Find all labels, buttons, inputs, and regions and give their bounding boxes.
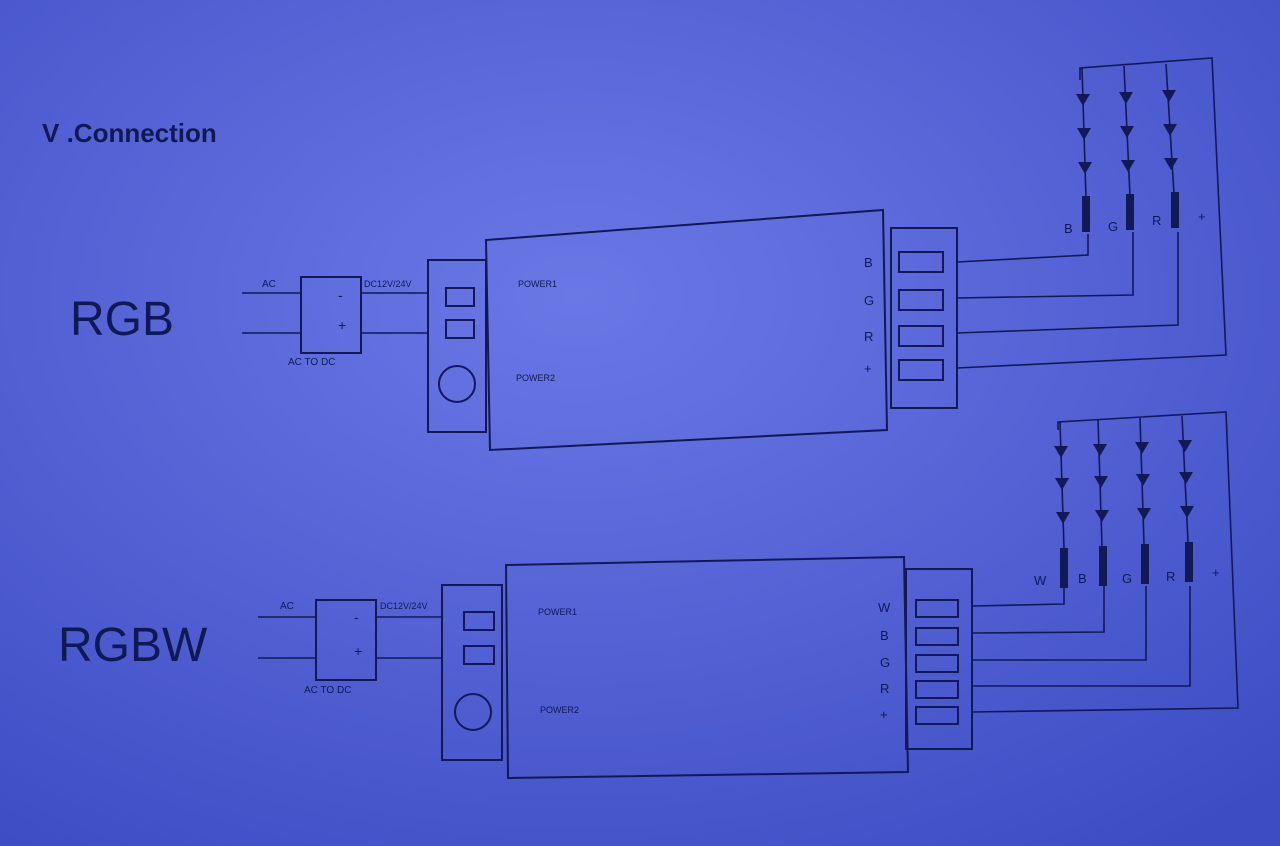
- rgb-wire-b: [956, 234, 1089, 263]
- rgbw-wiring: [258, 411, 1239, 780]
- rgbw-pin-g: G: [880, 655, 891, 670]
- rgb-strip-label-g: G: [1108, 219, 1119, 234]
- rgbw-led-string-w: [1054, 421, 1070, 588]
- rgbw-strip-label-plus: +: [1212, 565, 1220, 580]
- rgb-power-terminal-2: [445, 319, 475, 339]
- rgbw-strip-label-b: B: [1078, 571, 1087, 586]
- rgb-controller-body: [484, 208, 889, 452]
- rgb-power-connector: [427, 259, 487, 433]
- rgb-title: RGB: [70, 293, 175, 346]
- rgb-converter-label: AC TO DC: [288, 357, 336, 368]
- rgb-power1-label: POWER1: [518, 279, 558, 289]
- rgb-wire-plus: [956, 57, 1227, 369]
- rgb-strip-label-plus: +: [1198, 209, 1206, 224]
- rgb-wire-g: [956, 232, 1134, 299]
- rgb-output-terminal-g: [898, 289, 944, 311]
- rgbw-pin-b: B: [880, 628, 889, 643]
- rgbw-pin-r: R: [880, 681, 890, 696]
- rgb-converter-plus: +: [338, 317, 347, 333]
- rgbw-converter-box: [315, 599, 377, 681]
- rgb-output-terminal-r: [898, 325, 944, 347]
- rgbw-output-terminal-g: [915, 654, 959, 673]
- rgbw-led-string-r: [1178, 415, 1194, 582]
- rgb-wiring: [242, 57, 1227, 452]
- rgbw-led-string-g: [1135, 417, 1151, 584]
- rgb-led-string-g: [1119, 65, 1135, 230]
- rgbw-converter-minus: -: [354, 609, 359, 625]
- rgbw-output-terminal-b: [915, 627, 959, 646]
- rgbw-converter-label: AC TO DC: [304, 685, 352, 696]
- rgb-strip-label-r: R: [1152, 213, 1162, 228]
- rgbw-strip-label-g: G: [1122, 571, 1133, 586]
- rgbw-power-terminal-1: [463, 611, 495, 631]
- rgbw-wire-w: [971, 586, 1065, 607]
- rgbw-power2-label: POWER2: [540, 705, 580, 715]
- rgb-output-terminal-b: [898, 251, 944, 273]
- rgb-led-string-b: [1076, 67, 1092, 232]
- rgbw-output-terminal-r: [915, 680, 959, 699]
- rgbw-power-connector: [441, 584, 503, 761]
- rgbw-controller-body: [504, 555, 910, 780]
- rgbw-output-connector: [905, 568, 973, 750]
- rgbw-title: RGBW: [58, 619, 208, 672]
- rgb-output-terminal-plus: [898, 359, 944, 381]
- rgb-pin-r: R: [864, 329, 874, 344]
- rgb-led-string-r: [1162, 63, 1179, 228]
- rgb-pin-b: B: [864, 255, 873, 270]
- rgb-converter-minus: -: [338, 287, 343, 303]
- rgb-strip-label-b: B: [1064, 221, 1073, 236]
- rgbw-ac-label: AC: [280, 601, 294, 612]
- rgbw-power-jack: [454, 693, 492, 731]
- rgbw-pin-plus: +: [880, 707, 888, 722]
- rgbw-output-terminal-plus: [915, 706, 959, 725]
- rgbw-power1-label: POWER1: [538, 607, 578, 617]
- rgb-pin-g: G: [864, 293, 875, 308]
- rgbw-dc-label: DC12V/24V: [380, 601, 428, 611]
- rgb-dc-label: DC12V/24V: [364, 279, 412, 289]
- rgb-power-terminal-1: [445, 287, 475, 307]
- rgbw-wire-g: [972, 586, 1147, 661]
- rgb-wire-r: [956, 232, 1179, 334]
- rgb-output-connector: [890, 227, 958, 409]
- rgbw-power-terminal-2: [463, 645, 495, 665]
- rgbw-wire-b: [971, 586, 1105, 634]
- rgb-pin-plus: +: [864, 361, 872, 376]
- rgb-power-jack: [438, 365, 476, 403]
- rgbw-wire-plus: [971, 411, 1239, 713]
- rgbw-strip-label-w: W: [1034, 573, 1047, 588]
- rgbw-pin-w: W: [878, 600, 891, 615]
- rgb-converter-box: [300, 276, 362, 354]
- rgb-ac-label: AC: [262, 279, 276, 290]
- rgbw-strip-label-r: R: [1166, 569, 1176, 584]
- rgb-power2-label: POWER2: [516, 373, 556, 383]
- rgbw-led-string-b: [1093, 419, 1109, 586]
- rgbw-wire-r: [972, 586, 1191, 687]
- section-heading: V .Connection: [42, 118, 217, 148]
- rgbw-converter-plus: +: [354, 643, 363, 659]
- rgbw-output-terminal-w: [915, 599, 959, 618]
